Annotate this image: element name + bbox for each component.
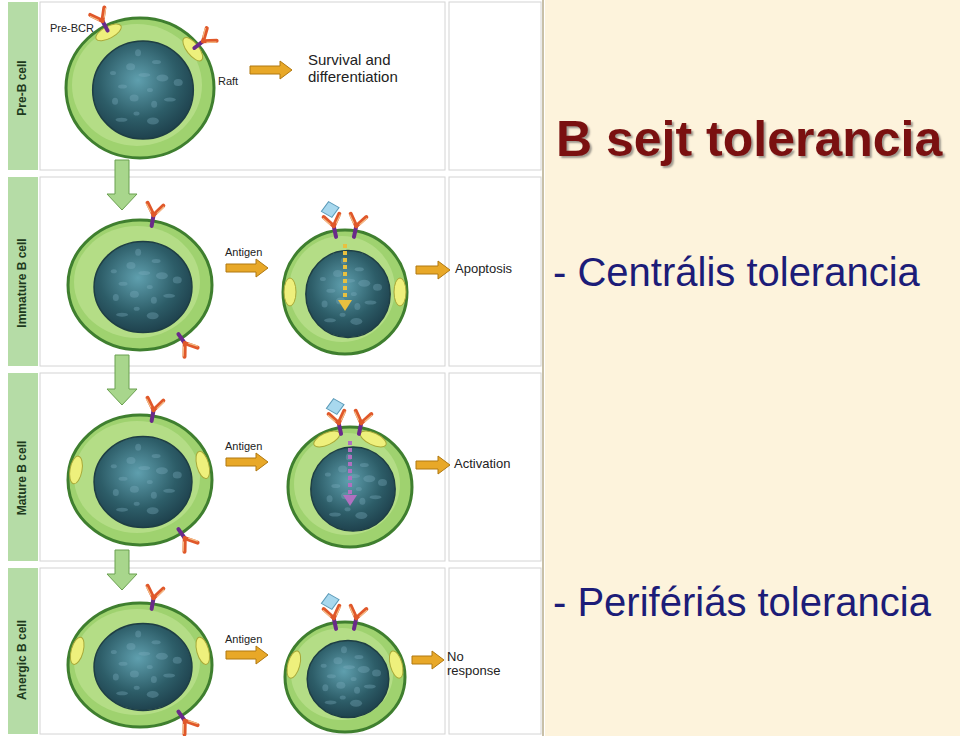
lipid-raft xyxy=(394,278,406,306)
b-cell-drawing xyxy=(284,592,405,732)
outcome-label: No response xyxy=(447,650,511,679)
lipid-raft xyxy=(193,450,212,480)
outcome-label: Activation xyxy=(454,457,510,471)
stimulus-label: Antigen xyxy=(225,633,262,645)
label-strip xyxy=(8,177,38,366)
outcome-panel xyxy=(449,177,541,366)
label-strip xyxy=(8,568,38,734)
outcome-panel xyxy=(449,2,541,170)
bullet-point: - Perifériás tolerancia xyxy=(553,580,931,624)
process-arrow xyxy=(416,456,450,474)
lipid-raft xyxy=(358,428,388,451)
b-cell-drawing xyxy=(68,586,212,735)
antibody-symbol xyxy=(320,200,345,239)
signal-arrow xyxy=(348,441,352,495)
lipid-raft xyxy=(284,650,303,680)
stimulus-label: Antigen xyxy=(225,246,262,258)
lipid-raft xyxy=(68,636,87,666)
antibody-symbol xyxy=(189,27,217,55)
b-cell-drawing xyxy=(283,200,407,354)
stage-label: Mature B cell xyxy=(16,440,29,515)
cell-stage-band: Mature B cell xyxy=(8,405,225,550)
signal-arrow xyxy=(343,244,347,300)
antibody-symbol xyxy=(143,398,165,423)
lipid-raft xyxy=(68,455,85,485)
stage-label: Anergic B cell xyxy=(16,620,29,700)
part-label: Pre-BCR xyxy=(50,22,94,34)
antibody-symbol xyxy=(320,592,345,631)
row-panel xyxy=(40,373,445,561)
bullet-point: - Centrális tolerancia xyxy=(553,250,920,294)
stage-label: Immature B cell xyxy=(16,238,29,327)
lipid-raft xyxy=(387,650,406,680)
outcome-panel xyxy=(449,373,541,561)
antigen-symbol xyxy=(320,592,341,611)
process-arrow xyxy=(226,646,268,664)
process-arrow xyxy=(412,651,444,669)
antibody-symbol xyxy=(171,524,198,552)
slide-title: B sejt tolerancia xyxy=(556,112,942,167)
process-arrow xyxy=(226,259,268,277)
stage-arrow xyxy=(107,160,137,210)
signal-arrowhead xyxy=(343,495,357,506)
antibody-symbol xyxy=(143,203,165,228)
stage-arrow xyxy=(107,550,137,590)
cell-stage-band: Immature B cell xyxy=(8,210,225,355)
antibody-symbol xyxy=(143,586,165,611)
antigen-symbol xyxy=(320,200,341,219)
cell-stage-band: Pre-B cell xyxy=(8,15,225,160)
figure-border xyxy=(542,0,544,736)
antibody-symbol xyxy=(325,397,350,436)
b-cell-drawing xyxy=(288,397,412,547)
stimulus-label: Antigen xyxy=(225,440,262,452)
antibody-symbol xyxy=(345,606,367,631)
lipid-raft xyxy=(193,636,212,666)
antibody-symbol xyxy=(171,707,198,735)
lipid-raft xyxy=(284,278,296,306)
label-strip xyxy=(8,2,38,170)
process-arrow xyxy=(416,261,450,279)
process-arrow xyxy=(250,61,292,79)
antibody-symbol xyxy=(171,329,198,357)
antibody-symbol xyxy=(350,411,372,436)
b-cell-drawing xyxy=(68,203,212,358)
lipid-raft xyxy=(312,428,342,451)
row-panel xyxy=(40,2,445,170)
b-cell-drawing xyxy=(68,398,213,553)
row-panel xyxy=(40,177,445,366)
lipid-raft xyxy=(93,21,123,45)
part-label: Raft xyxy=(218,75,238,87)
cell-stage-band: Anergic B cell xyxy=(8,590,225,730)
outcome-label: Survival and differentiation xyxy=(308,52,433,85)
stage-label: Pre-B cell xyxy=(16,60,29,115)
antibody-symbol xyxy=(345,214,367,239)
antigen-symbol xyxy=(325,397,346,416)
label-strip xyxy=(8,373,38,561)
row-panel xyxy=(40,568,445,734)
process-arrow xyxy=(226,453,268,471)
outcome-label: Apoptosis xyxy=(455,262,512,276)
signal-arrowhead xyxy=(338,300,352,311)
figure-ground xyxy=(0,0,545,736)
stage-arrow xyxy=(107,355,137,405)
